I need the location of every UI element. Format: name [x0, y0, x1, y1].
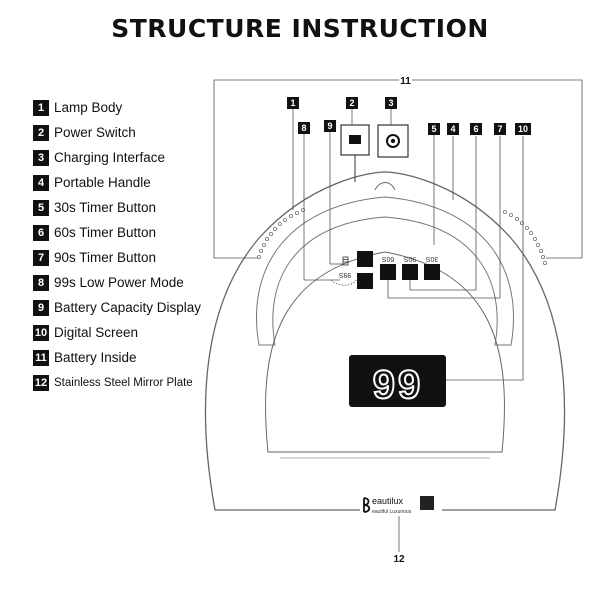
charging-interface-box [377, 124, 409, 158]
callout-5: 5 [428, 123, 440, 135]
legend-item-5: 5 30s Timer Button [33, 195, 201, 220]
legend-item-9: 9 Battery Capacity Display [33, 295, 201, 320]
legend-item-6: 6 60s Timer Button [33, 220, 201, 245]
power-switch-toggle[interactable] [349, 135, 361, 144]
legend-number: 11 [33, 349, 49, 366]
legend-number: 10 [33, 324, 49, 341]
legend-label: Digital Screen [54, 325, 139, 340]
callout-6: 6 [470, 123, 482, 135]
callout-2: 2 [346, 97, 358, 109]
inner-window [265, 251, 505, 453]
legend-item-8: 8 99s Low Power Mode [33, 270, 201, 295]
svg-text:12: 12 [393, 554, 405, 565]
btn-60s-label: 60S [381, 255, 394, 262]
legend-number: 3 [33, 149, 49, 166]
brand-logo: eautilux eautiful Luxurious [360, 494, 442, 516]
btn-99s-label: 99S [338, 271, 351, 278]
legend-label: 99s Low Power Mode [54, 275, 184, 290]
button-30s[interactable] [424, 264, 440, 280]
legend-item-10: 10 Digital Screen [33, 320, 201, 345]
svg-text:10: 10 [518, 124, 528, 134]
legend-number: 6 [33, 224, 49, 241]
legend-label: 90s Timer Button [54, 250, 157, 265]
portable-handle [255, 196, 515, 346]
callout-11: 11 [399, 74, 412, 87]
callout-4: 4 [447, 123, 459, 135]
btn-90s-label: 90S [403, 255, 416, 262]
legend-number: 2 [33, 124, 49, 141]
legend-number: 12 [33, 374, 49, 391]
legend-label: 60s Timer Button [54, 225, 157, 240]
legend-item-12: 12 Stainless Steel Mirror Plate [33, 370, 201, 395]
leader-lines [213, 79, 583, 552]
btn-30s-label: 30S [425, 255, 438, 262]
button-90s[interactable] [402, 264, 418, 280]
led-dots-left [256, 207, 305, 259]
button-99s[interactable] [357, 251, 373, 267]
brand-name: eautilux [372, 496, 404, 506]
callout-9: 9 [324, 120, 336, 132]
legend-label: Portable Handle [54, 175, 151, 190]
legend-label: Battery Capacity Display [54, 300, 202, 315]
svg-text:3: 3 [388, 98, 393, 108]
digital-screen [349, 355, 446, 407]
legend-number: 4 [33, 174, 49, 191]
callout-12: 12 [392, 552, 406, 565]
svg-text:1: 1 [290, 98, 295, 108]
page-title: STRUCTURE INSTRUCTION [111, 14, 489, 43]
svg-text:6: 6 [473, 124, 478, 134]
svg-text:8: 8 [301, 123, 306, 133]
battery-indicator-icon [342, 256, 349, 266]
top-arc [374, 182, 396, 191]
svg-text:11: 11 [400, 76, 411, 87]
svg-text:5: 5 [431, 124, 436, 134]
legend-label: Lamp Body [54, 100, 123, 115]
battery-capacity-button[interactable] [357, 273, 373, 289]
legend-label: Power Switch [54, 125, 136, 140]
brand-subtitle: eautiful Luxurious [372, 509, 412, 515]
callout-7: 7 [494, 123, 506, 135]
legend-item-1: 1 Lamp Body [33, 95, 201, 120]
display-value: 99 [373, 363, 424, 407]
legend-item-3: 3 Charging Interface [33, 145, 201, 170]
legend-number: 8 [33, 274, 49, 291]
svg-text:7: 7 [497, 124, 502, 134]
led-dots-right [502, 209, 548, 265]
legend-number: 5 [33, 199, 49, 216]
legend-label: Charging Interface [54, 150, 166, 165]
legend-item-11: 11 Battery Inside [33, 345, 201, 370]
svg-text:2: 2 [349, 98, 354, 108]
legend-label: Stainless Steel Mirror Plate [54, 376, 193, 389]
button-60s[interactable] [380, 264, 396, 280]
callout-8: 8 [298, 122, 310, 134]
legend-item-2: 2 Power Switch [33, 120, 201, 145]
legend-number: 9 [33, 299, 49, 316]
callout-10: 10 [515, 123, 531, 135]
legend-number: 1 [33, 99, 49, 116]
legend-item-7: 7 90s Timer Button [33, 245, 201, 270]
dotted-arc [330, 279, 357, 286]
svg-text:4: 4 [450, 124, 455, 134]
legend-label: 30s Timer Button [54, 200, 157, 215]
callout-3: 3 [385, 97, 397, 109]
charging-port-icon [386, 134, 400, 148]
callout-1: 1 [287, 97, 299, 109]
svg-text:9: 9 [327, 121, 332, 131]
legend: 1 Lamp Body 2 Power Switch 3 Charging Inter… [33, 95, 201, 395]
lamp-body-outline [204, 171, 566, 511]
legend-label: Battery Inside [54, 350, 137, 365]
legend-item-4: 4 Portable Handle [33, 170, 201, 195]
legend-number: 7 [33, 249, 49, 266]
